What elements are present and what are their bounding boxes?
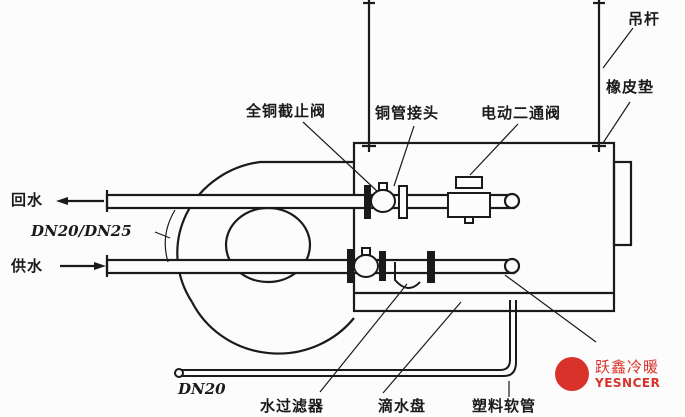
brand-name-en: YESNCER — [595, 375, 661, 390]
label-rubber-pad: 橡皮垫 — [606, 78, 655, 96]
globe-valve-return-flange — [364, 185, 371, 219]
label-copper-pipe-joint: 铜管接头 — [375, 104, 440, 122]
label-electric-two-way-valve: 电动二通阀 — [481, 104, 562, 122]
label-drip-tray: 滴水盘 — [378, 397, 427, 415]
label-water-filter: 水过滤器 — [260, 397, 325, 415]
globe-valve-supply — [353, 254, 379, 278]
valve-actuator — [455, 176, 483, 189]
fan-coil-unit-body — [352, 141, 616, 313]
brand-name-cn: 跃鑫冷暖 — [595, 357, 660, 376]
label-supply-water: 供水 — [11, 257, 44, 275]
label-return-water: 回水 — [11, 191, 44, 209]
label-hanger-rod: 吊杆 — [628, 10, 661, 28]
pipe-joint — [398, 185, 408, 219]
electric-two-way-valve — [447, 192, 491, 218]
label-plastic-hose: 塑料软管 — [472, 397, 537, 415]
unit-side-box — [612, 160, 633, 247]
label-pipe-size-drain: DN20 — [178, 380, 226, 398]
water-filter — [394, 262, 421, 289]
label-pipe-size-main: DN20/DN25 — [31, 222, 132, 240]
label-copper-globe-valve: 全铜截止阀 — [246, 102, 327, 120]
globe-valve-return — [370, 189, 396, 213]
supply-arrow-icon — [94, 262, 106, 270]
watermark-logo: 跃鑫冷暖 YESNCER — [555, 357, 660, 391]
return-arrow-icon — [56, 197, 68, 205]
brand-logo-icon — [555, 357, 589, 391]
